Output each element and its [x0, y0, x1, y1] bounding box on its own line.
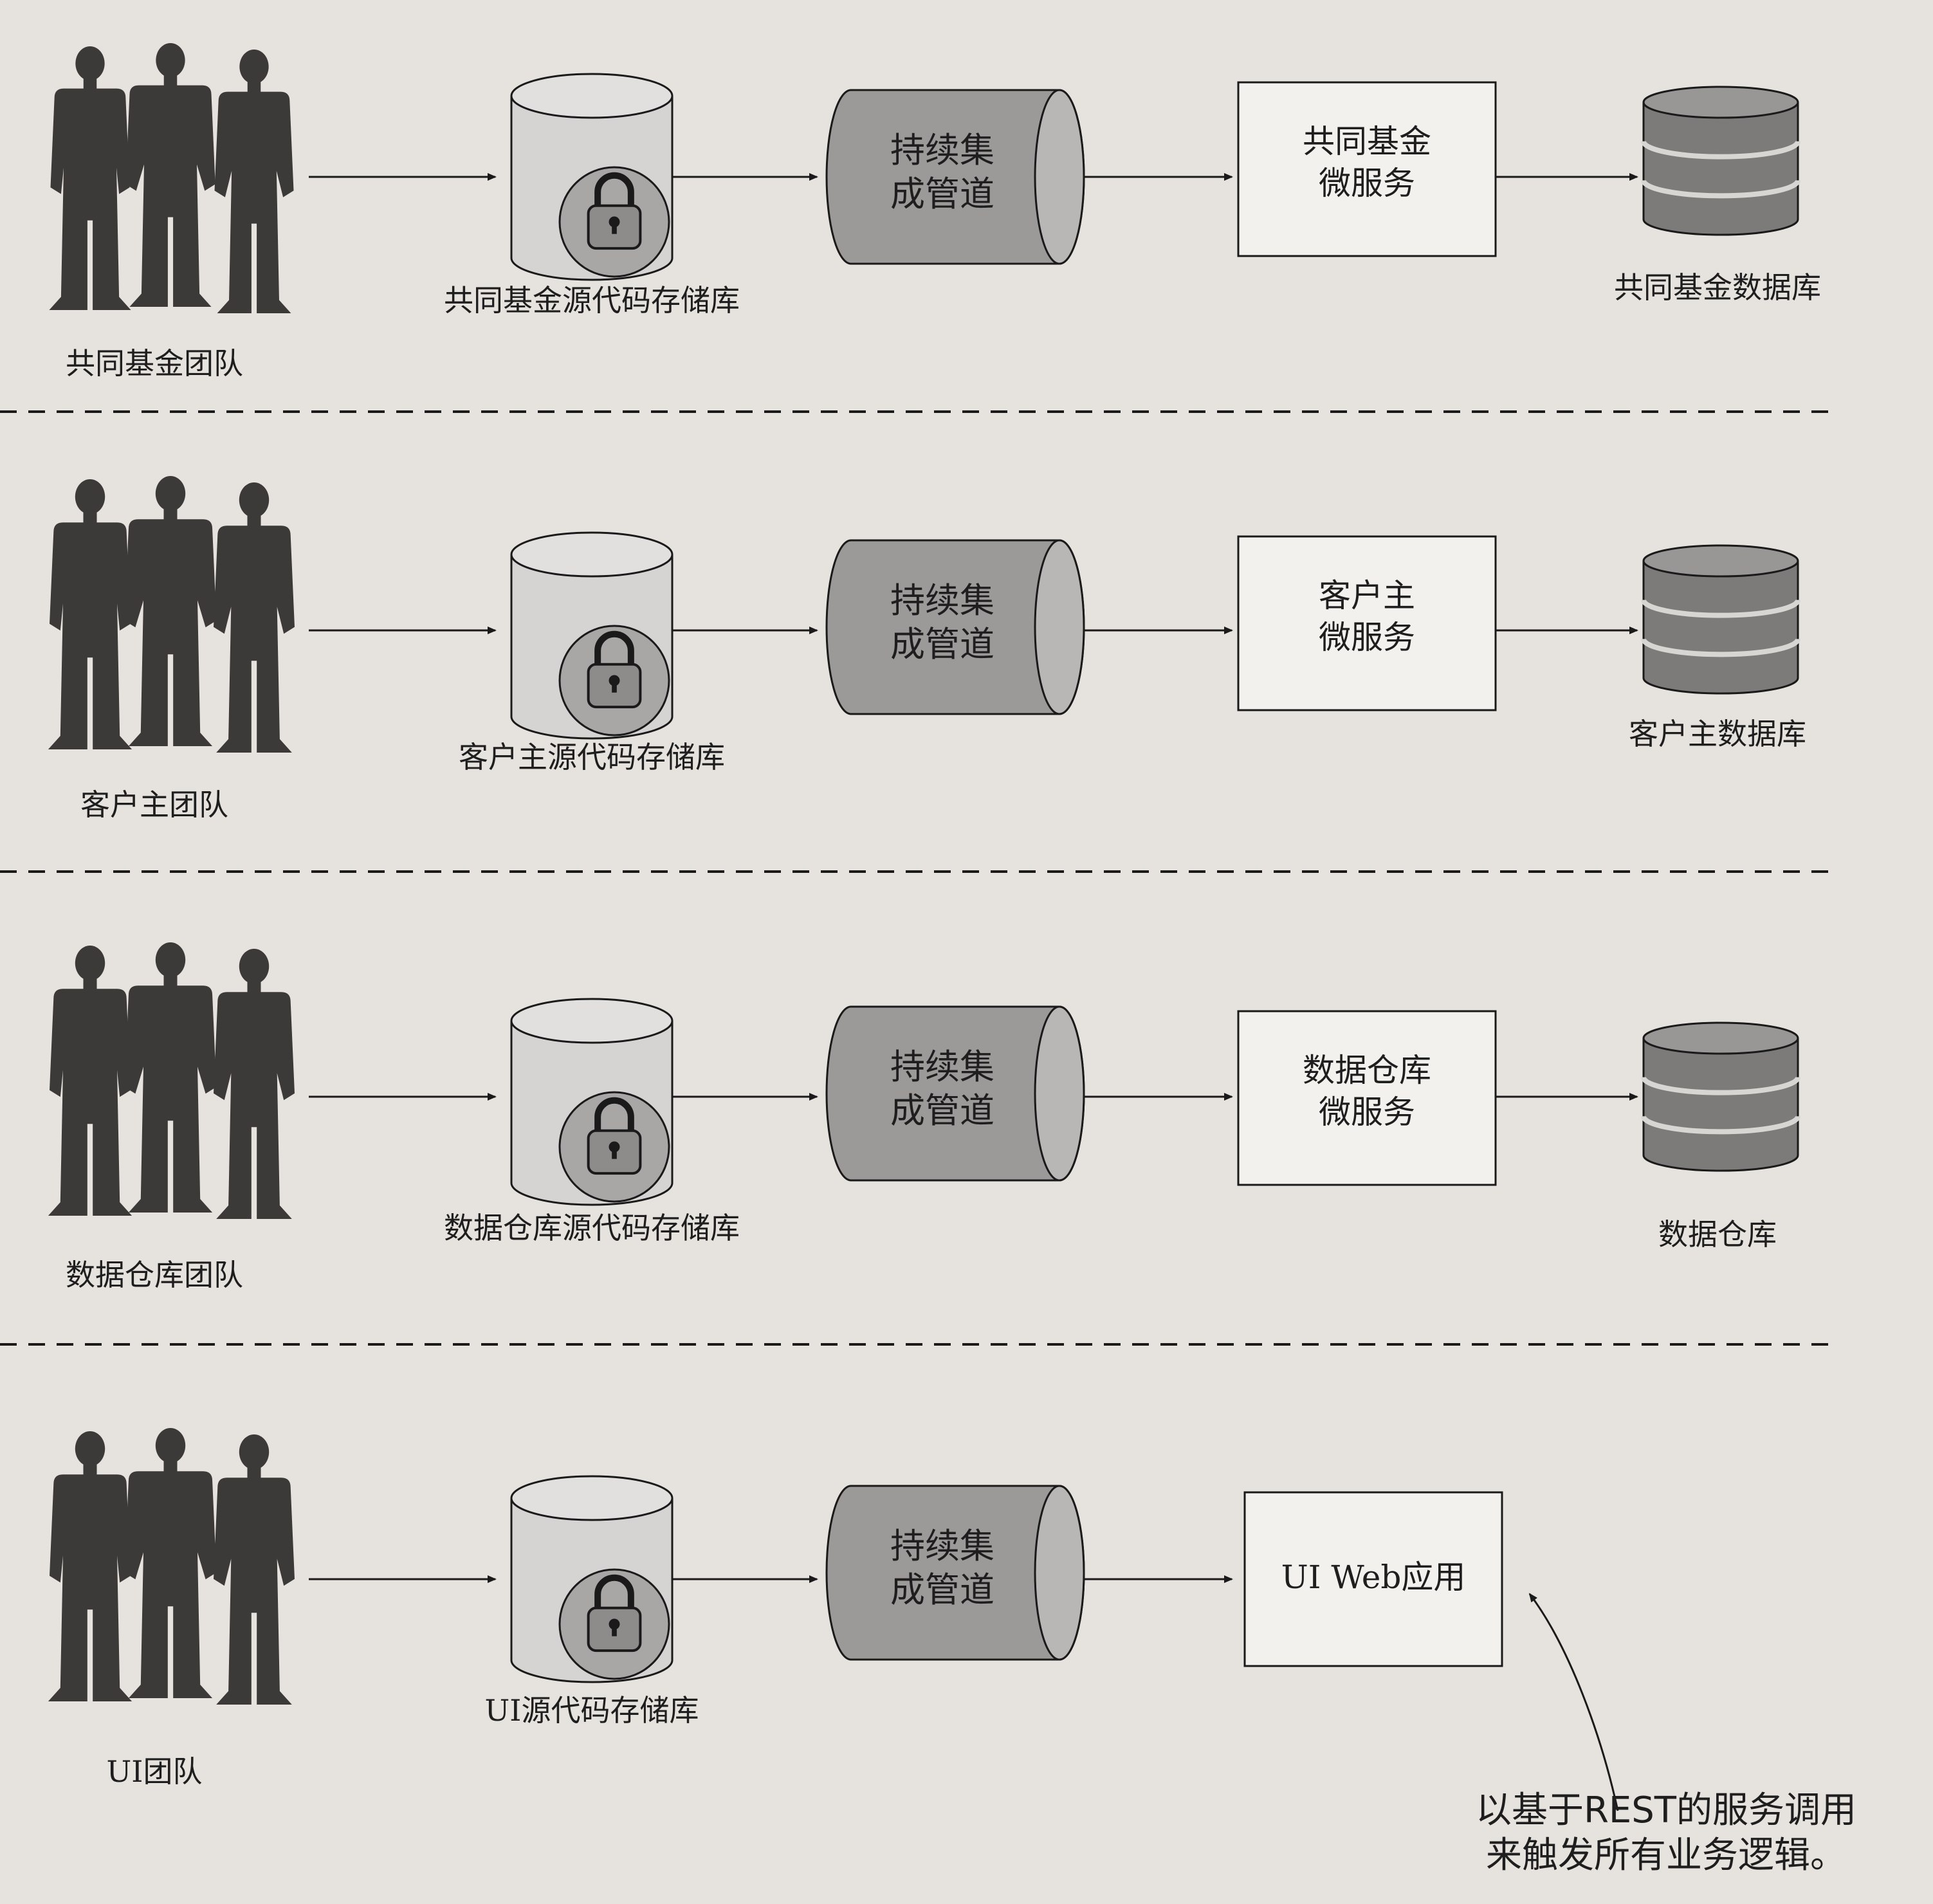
row-1 — [49, 43, 1800, 313]
padlock-icon — [558, 166, 670, 278]
repository-cylinder-icon — [510, 531, 673, 740]
database-icon — [1641, 1021, 1800, 1172]
service-box — [1237, 1010, 1497, 1186]
database-label: 客户主数据库 — [1629, 717, 1806, 751]
row-3 — [48, 942, 1800, 1219]
annotation-text: 以基于REST的服务调用 来触发所有业务逻辑。 — [1475, 1790, 1857, 1876]
database-icon — [1641, 544, 1800, 695]
pipeline-label: 持续集 成管道 — [890, 580, 994, 664]
repository-cylinder-icon — [510, 998, 673, 1206]
pipeline-label: 持续集 成管道 — [890, 1047, 994, 1131]
service-box — [1237, 81, 1497, 257]
database-label: 数据仓库 — [1658, 1217, 1777, 1252]
repo-label: 客户主源代码存储库 — [459, 740, 725, 774]
annotation-arrow — [1528, 1593, 1619, 1811]
pipeline-cylinder-icon — [825, 539, 1085, 715]
pipeline-cylinder-icon — [825, 1005, 1085, 1182]
padlock-icon — [558, 625, 670, 737]
repo-label: 数据仓库源代码存储库 — [444, 1211, 740, 1245]
repository-cylinder-icon — [510, 73, 673, 281]
service-box — [1243, 1491, 1503, 1667]
repository-cylinder-icon — [510, 1475, 673, 1683]
padlock-icon — [558, 1568, 670, 1680]
database-label: 共同基金数据库 — [1614, 270, 1821, 305]
team-people-icon — [48, 942, 295, 1219]
padlock-icon — [558, 1091, 670, 1203]
team-label: 客户主团队 — [80, 787, 228, 822]
team-people-icon — [49, 43, 294, 313]
row-2 — [48, 476, 1800, 753]
database-icon — [1641, 86, 1800, 236]
repo-label: UI源代码存储库 — [484, 1693, 699, 1728]
service-label: UI Web应用 — [1281, 1559, 1466, 1596]
pipeline-label: 持续集 成管道 — [890, 1526, 994, 1610]
repo-label: 共同基金源代码存储库 — [444, 283, 740, 318]
pipeline-cylinder-icon — [825, 1485, 1085, 1661]
service-box — [1237, 535, 1497, 711]
team-label: 共同基金团队 — [66, 346, 243, 381]
team-label: 数据仓库团队 — [66, 1258, 243, 1292]
service-label: 数据仓库 微服务 — [1303, 1052, 1431, 1131]
service-label: 客户主 微服务 — [1319, 577, 1415, 656]
pipeline-cylinder-icon — [825, 89, 1085, 265]
team-people-icon — [48, 1428, 295, 1705]
service-label: 共同基金 微服务 — [1303, 123, 1431, 202]
team-label: UI团队 — [106, 1754, 203, 1789]
team-people-icon — [48, 476, 295, 753]
row-4 — [48, 1428, 1503, 1705]
pipeline-label: 持续集 成管道 — [890, 130, 994, 214]
